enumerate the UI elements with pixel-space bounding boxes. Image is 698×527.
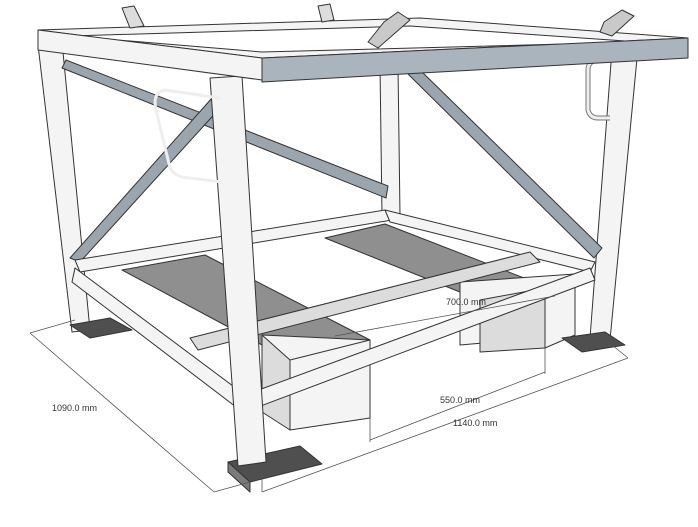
depth-dimension-label: 1090.0 mm	[52, 403, 97, 413]
dimension-lines	[29, 295, 629, 493]
rear-right-leg	[589, 47, 639, 341]
lifting-lug-2	[317, 3, 335, 23]
foot-plate-front	[227, 445, 323, 493]
lifting-lug-4	[599, 9, 635, 37]
lifting-lug-3	[367, 11, 411, 49]
width-dimension-label: 1140.0 mm	[453, 418, 497, 428]
left-lifting-handle	[153, 88, 223, 184]
foot-plate-rear-left	[69, 317, 133, 339]
channel-length-dimension-label: 700.0 mm	[446, 297, 486, 307]
top-frame	[37, 17, 689, 83]
channel-spacing-dimension-label: 550.0 mm	[440, 395, 480, 405]
lifting-lug-1	[121, 5, 145, 29]
front-left-leg	[209, 75, 267, 467]
foot-plate-rear-right	[561, 331, 626, 353]
